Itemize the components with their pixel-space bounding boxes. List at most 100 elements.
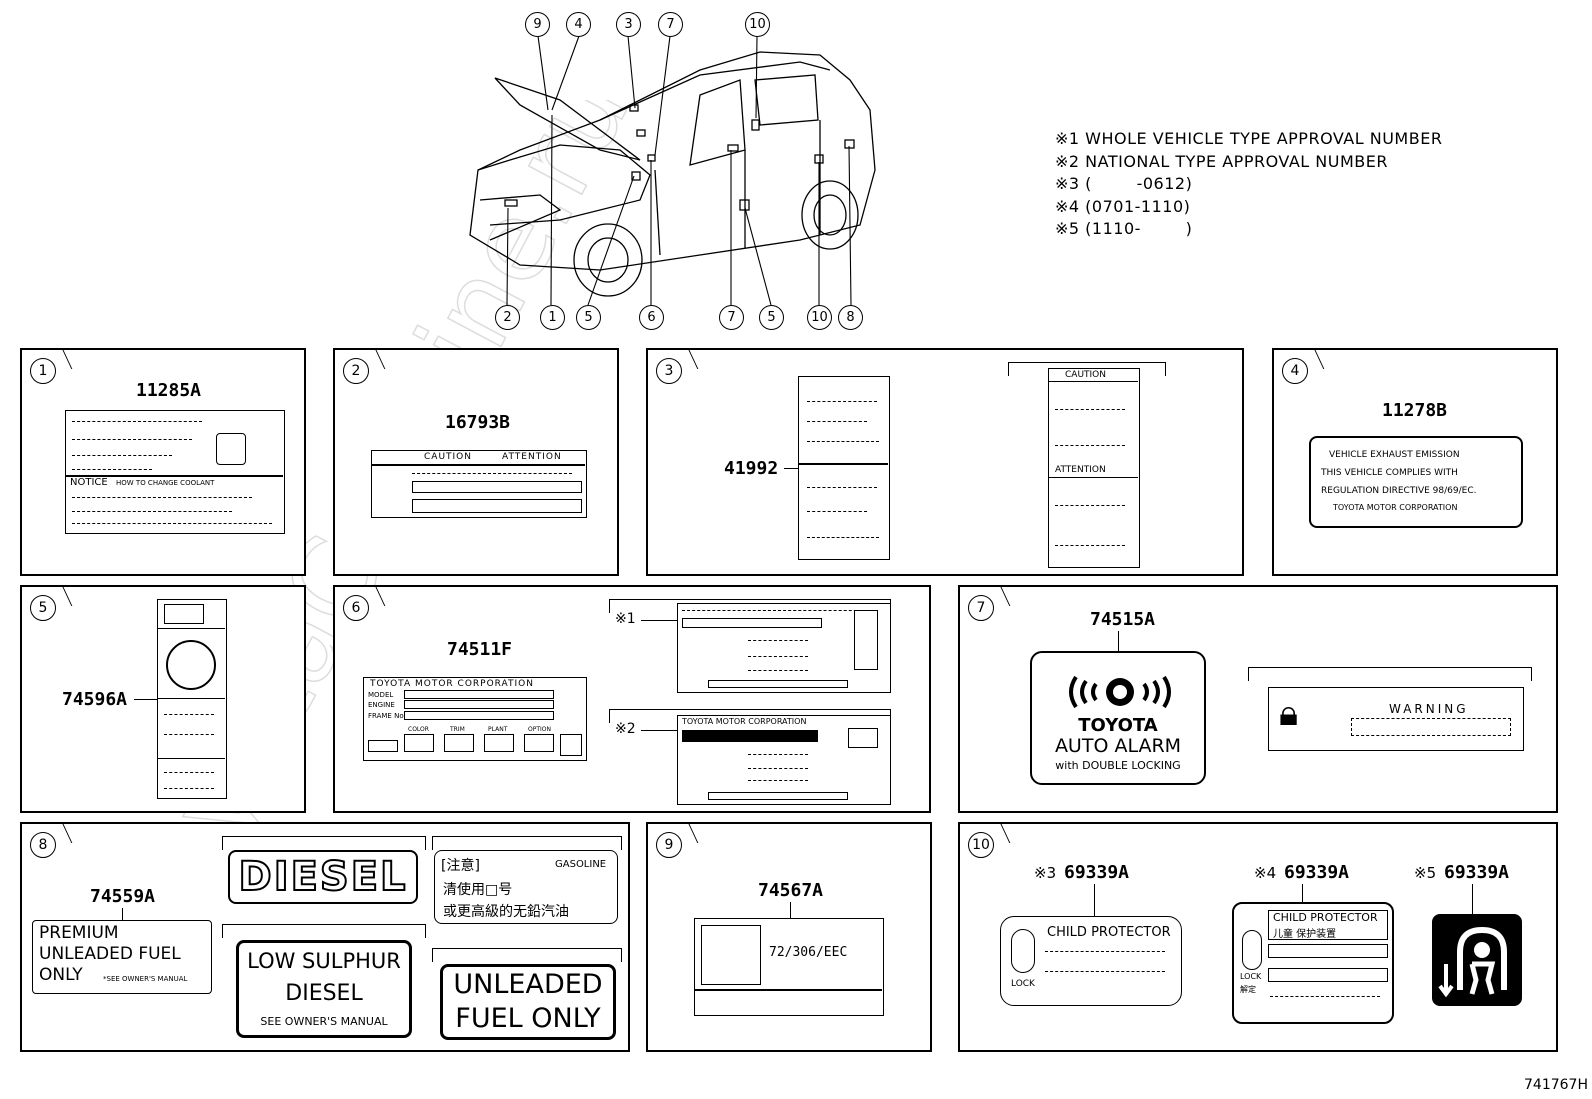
panel-number: 4 (1282, 358, 1308, 384)
row-label: FRAME No. (368, 712, 406, 720)
col-label: PLANT (488, 726, 508, 733)
alarm-text: AUTO ALARM (1054, 735, 1182, 757)
callout-bottom: 1 (540, 305, 565, 330)
label-field (708, 680, 848, 688)
ref-mark: ※3 (1034, 864, 1057, 882)
label-wvta (677, 603, 891, 693)
label-field (682, 618, 822, 628)
label-line (1055, 545, 1125, 546)
label-line (807, 537, 879, 538)
leader-line (1302, 884, 1304, 904)
panel-tab-line (62, 349, 83, 369)
part-number: 74596A (62, 689, 128, 710)
note: ※3 ( -0612) (1055, 174, 1193, 193)
coolant-tank-icon (216, 433, 246, 465)
label-caution: CAUTION ATTENTION (371, 450, 587, 518)
panel-tab-line (1000, 823, 1021, 843)
callout-top: 9 (525, 12, 550, 37)
notice-subtext: HOW TO CHANGE COOLANT (116, 479, 215, 487)
label-seatbelt-a (798, 376, 890, 560)
label-warning: 🔒︎ WARNING (1268, 687, 1524, 751)
caution-text: CAUTION (1065, 370, 1106, 380)
callout-bottom: 2 (495, 305, 520, 330)
low-sulphur-line: DIESEL (285, 981, 363, 1006)
col-label: COLOR (408, 726, 429, 733)
callout-bottom: 6 (639, 305, 664, 330)
vehicle-illustration (469, 35, 876, 306)
panel-8: 8 74559A PREMIUM UNLEADED FUEL ONLY *SEE… (20, 822, 630, 1052)
part-number: 74515A (1090, 609, 1156, 630)
part-number: 74567A (758, 880, 824, 901)
label-divider (158, 698, 225, 700)
callout-top: 3 (616, 12, 641, 37)
callout-bottom: 5 (759, 305, 784, 330)
alt-bracket (222, 924, 426, 938)
label-field (412, 499, 582, 513)
panel-1: 1 11285A NOTICE HOW TO CHANGE COOLANT (20, 348, 306, 576)
part-number: 11285A (136, 380, 202, 401)
emission-line: THIS VEHICLE COMPLIES WITH (1321, 468, 1458, 478)
part-number: 69339A (1284, 862, 1350, 883)
unleaded-line: UNLEADED (453, 969, 603, 1000)
label-line (72, 455, 172, 456)
label-cn-fuel: [注意] GASOLINE 清使用□号 或更高級的无鉛汽油 (434, 850, 618, 924)
label-line (1055, 409, 1125, 410)
label-line (682, 610, 872, 611)
child-protector-text: CHILD PROTECTOR (1273, 911, 1378, 924)
gasoline-text: GASOLINE (555, 859, 607, 870)
brand-text: TOYOTA (1078, 715, 1158, 736)
label-line (1045, 951, 1165, 952)
label-line (748, 656, 808, 657)
part-number: 74559A (90, 886, 156, 907)
premium-line: ONLY (39, 965, 83, 985)
alt-bracket (1248, 667, 1532, 681)
label-field (412, 481, 582, 493)
lock-cn-text: 解定 (1240, 985, 1256, 994)
part-number: 74511F (447, 639, 513, 660)
label-field (444, 734, 474, 752)
alt-bracket (222, 836, 426, 850)
leader-line (784, 468, 798, 470)
label-field (1351, 718, 1511, 736)
cn-title: [注意] (441, 858, 480, 874)
panel-2: 2 16793B CAUTION ATTENTION (333, 348, 619, 576)
label-line (412, 473, 572, 474)
label-child-icon (1432, 914, 1522, 1006)
label-airbag (157, 599, 227, 799)
cn-line: 或更高級的无鉛汽油 (443, 904, 569, 920)
leader-line (1094, 884, 1096, 918)
label-child-protector-a: LOCK CHILD PROTECTOR (1000, 916, 1182, 1006)
label-line (807, 441, 879, 442)
panel-3: 3 41992 CAUTION ATTENTION (646, 348, 1244, 576)
panel-tab-line (688, 349, 709, 369)
callout-bottom: 10 (807, 305, 832, 330)
panel-tab-line (62, 586, 83, 606)
col-label: OPTION (528, 726, 551, 733)
panel-number: 7 (968, 595, 994, 621)
label-line (164, 788, 214, 789)
label-divider (372, 464, 585, 466)
ref-mark: ※4 (1254, 864, 1277, 882)
callout-top: 10 (745, 12, 770, 37)
ref-mark: ※2 (615, 721, 636, 737)
panel-number: 3 (656, 358, 682, 384)
label-diesel: DIESEL (228, 850, 418, 904)
callout-top: 7 (658, 12, 683, 37)
alt-bracket (432, 948, 622, 962)
notice-text: NOTICE (70, 477, 108, 488)
label-ntan: TOYOTA MOTOR CORPORATION (677, 715, 891, 805)
label-low-sulphur: LOW SULPHUR DIESEL SEE OWNER'S MANUAL (236, 940, 412, 1038)
label-field (404, 690, 554, 699)
part-number: 41992 (724, 458, 779, 479)
panel-7: 7 74515A TOYOTA AUTO ALARM with DOUBLE L… (958, 585, 1558, 813)
label-line (164, 714, 214, 715)
panel-number: 8 (30, 832, 56, 858)
part-number: 69339A (1064, 862, 1130, 883)
leader-line (1472, 884, 1474, 914)
emission-line: VEHICLE EXHAUST EMISSION (1329, 450, 1460, 460)
emission-line: REGULATION DIRECTIVE 98/69/EC. (1321, 486, 1477, 496)
emission-line: TOYOTA MOTOR CORPORATION (1333, 503, 1458, 512)
label-line (1055, 505, 1125, 506)
label-child-protector-b: LOCK 解定 CHILD PROTECTOR 儿童 保护装置 (1232, 902, 1394, 1024)
label-field (1268, 968, 1388, 982)
